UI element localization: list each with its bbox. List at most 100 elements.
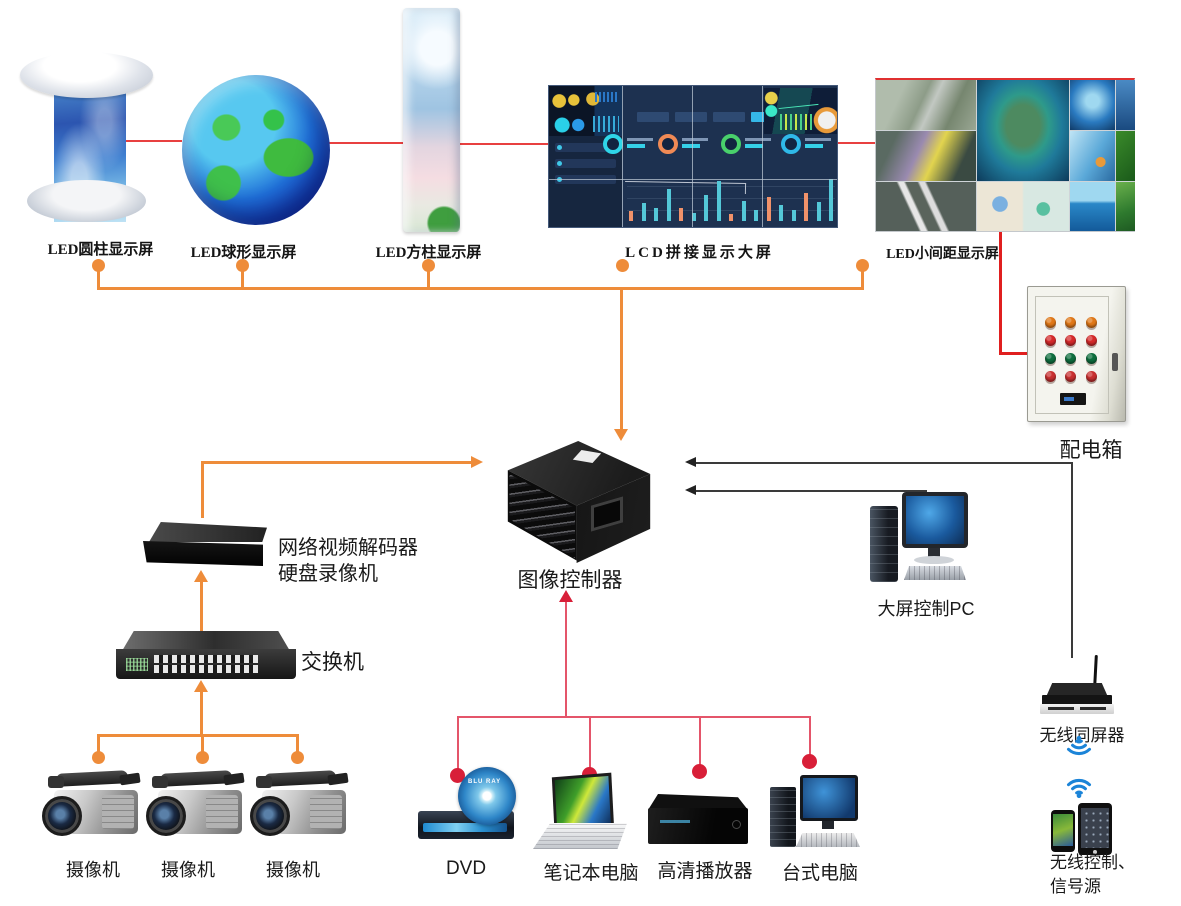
label-camera-3: 摄像机	[266, 860, 320, 880]
pink-stub-hd-player	[699, 718, 701, 765]
label-led-column: LED方柱显示屏	[375, 245, 482, 261]
pink-stub-desktop	[809, 718, 811, 756]
led-cylinder-display	[20, 52, 153, 224]
orange-camera-bus-up	[200, 691, 203, 735]
wall-tile-ice	[1070, 131, 1115, 181]
orange-camera-stub-1	[97, 736, 100, 753]
label-led-sphere: LED球形显示屏	[190, 245, 297, 261]
pink-node-hd-player	[692, 764, 707, 779]
led-fine-pitch-wall	[875, 78, 1135, 232]
orange-camera-stub-2	[201, 736, 204, 753]
lcd-bezel-seam	[762, 86, 763, 227]
image-controller	[495, 441, 655, 563]
dvd-player: BLU RAY	[418, 765, 518, 847]
orange-node-ledwall	[856, 259, 869, 272]
camera-lens-icon	[146, 796, 186, 836]
disc-text: BLU RAY	[468, 779, 502, 785]
arrow-black-into-controller-1	[685, 457, 696, 467]
label-desktop: 台式电脑	[781, 863, 858, 884]
power-box-door	[1035, 296, 1109, 414]
orange-decoder-to-controller	[201, 461, 471, 464]
switch-ports	[154, 655, 258, 663]
wall-tile-island	[977, 80, 1069, 181]
pink-source-up	[565, 601, 567, 717]
arrow-into-switch	[194, 680, 208, 692]
wifi-signal-icon	[1066, 778, 1092, 799]
label-led-cylinder: LED圆柱显示屏	[47, 242, 154, 258]
orange-stub-column	[427, 269, 430, 289]
orange-stub-sphere	[241, 269, 244, 289]
red-link-cylinder-globe	[118, 140, 182, 142]
red-link-lcd-ledwall	[838, 142, 875, 144]
label-laptop: 笔记本电脑	[543, 863, 639, 884]
lcd-mini-dashboard-right	[764, 88, 837, 134]
network-video-decoder	[141, 520, 267, 570]
label-decoder-line1: 网络视频解码器	[278, 537, 418, 559]
orange-camera-bus	[97, 734, 299, 737]
red-link-column-lcd	[458, 143, 548, 145]
pink-stub-dvd	[457, 718, 459, 769]
label-decoder-line2: 硬盘录像机	[278, 563, 378, 585]
orange-switch-to-decoder	[200, 581, 203, 633]
power-distribution-box	[1027, 286, 1126, 422]
arrow-into-controller-bottom	[559, 590, 573, 602]
orange-stub-cylinder	[97, 269, 100, 289]
wall-tile-traffic	[876, 131, 976, 181]
smartphone	[1051, 810, 1075, 852]
lcd-kpi-ring	[658, 134, 678, 154]
camera-1	[42, 770, 142, 852]
red-link-globe-column	[327, 142, 403, 144]
wireless-mirror-device	[1040, 654, 1115, 717]
pink-stub-laptop	[589, 718, 591, 768]
cylinder-base	[27, 180, 146, 222]
arrow-black-into-controller-2	[685, 485, 696, 495]
camera-lens-icon	[42, 796, 82, 836]
lcd-kpi-ring	[721, 134, 741, 154]
wall-tile-maps	[977, 182, 1069, 231]
lcd-bezel-seam	[622, 86, 623, 227]
label-lcd-wall: LCD拼接显示大屏	[625, 245, 774, 261]
black-line-pc-to-controller	[696, 490, 927, 492]
power-line-vertical	[999, 232, 1002, 354]
orange-node-cylinder	[92, 259, 105, 272]
label-wireless-control-line1: 无线控制、	[1050, 853, 1135, 872]
cylinder-top-cap	[20, 52, 153, 98]
hd-media-player	[648, 790, 748, 848]
wall-tile-leaf	[1116, 131, 1135, 181]
camera-2	[146, 770, 246, 852]
black-line-wireless-down	[1071, 462, 1073, 658]
wall-control-pc	[866, 492, 972, 598]
bluray-disc-icon: BLU RAY	[458, 767, 516, 825]
orange-display-bus	[97, 287, 864, 290]
lcd-kpi-ring	[781, 134, 801, 154]
lcd-filter-bar	[637, 112, 833, 122]
lcd-bezel-seam	[549, 179, 837, 180]
lcd-video-wall	[548, 85, 838, 228]
desktop-computer	[768, 775, 860, 855]
label-camera-1: 摄像机	[66, 860, 120, 880]
tablet	[1078, 803, 1112, 855]
orange-stub-ledwall	[861, 269, 864, 289]
label-switch: 交换机	[301, 651, 364, 674]
orange-node-camera-2	[196, 751, 209, 764]
power-box-handle	[1112, 353, 1118, 371]
switch-ports	[154, 665, 258, 673]
label-hd-player: 高清播放器	[657, 861, 753, 882]
led-column-display	[403, 8, 460, 232]
antenna-icon	[1093, 654, 1098, 688]
orange-bus-to-controller	[620, 288, 623, 429]
label-camera-2: 摄像机	[161, 860, 215, 880]
lcd-bezel-seam	[692, 86, 693, 227]
arrow-into-controller-top	[614, 429, 628, 441]
power-line-horizontal	[999, 352, 1029, 355]
lcd-kpi-ring	[603, 134, 623, 154]
lcd-bar-chart	[629, 175, 833, 221]
wall-tile-mountain	[1116, 80, 1135, 130]
power-box-lights	[1045, 317, 1097, 382]
wifi-signal-icon	[1066, 735, 1092, 756]
label-wireless-control-line2: 信号源	[1050, 877, 1101, 896]
label-image-controller: 图像控制器	[517, 569, 623, 592]
lcd-mini-dashboard-left	[549, 86, 622, 136]
led-sphere-display	[182, 75, 330, 225]
